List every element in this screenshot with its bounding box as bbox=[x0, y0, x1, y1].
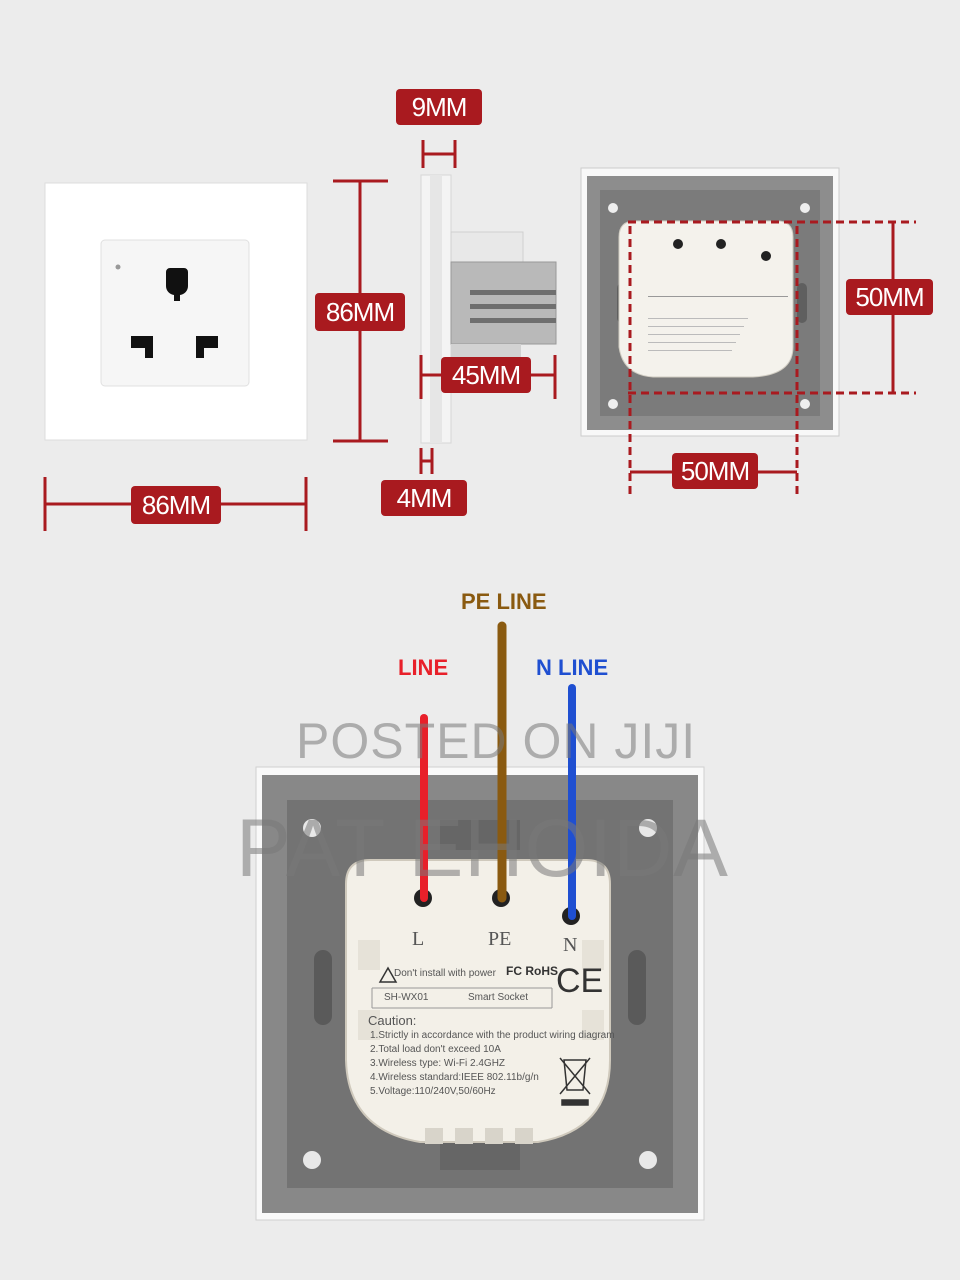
warning-icon bbox=[378, 966, 398, 983]
weee-bin-icon bbox=[559, 1057, 591, 1106]
terminal-label-n: N bbox=[563, 934, 578, 956]
module-caution-title: Caution: bbox=[368, 1013, 417, 1028]
module-ce-mark: CE bbox=[556, 962, 604, 1000]
dim-label-86mm-horizontal: 86MM bbox=[131, 486, 221, 524]
dim-depth-top bbox=[421, 140, 457, 168]
back-view bbox=[580, 167, 840, 437]
wire-label-pe: PE LINE bbox=[461, 589, 547, 614]
watermark-line-2: PAT EHOIDA bbox=[236, 803, 729, 894]
module-warning-text: Don't install with power bbox=[394, 968, 496, 979]
module-caution-line-1: 1.Strictly in accordance with the produc… bbox=[370, 1030, 615, 1041]
dim-label-86mm-vertical: 86MM bbox=[315, 293, 405, 331]
module-product-text: Smart Socket bbox=[468, 992, 529, 1003]
dim-label-4mm: 4MM bbox=[381, 480, 467, 516]
socket-holes-icon bbox=[131, 268, 218, 358]
module-caution-line-3: 3.Wireless type: Wi-Fi 2.4GHZ bbox=[370, 1058, 506, 1069]
wire-label-line: LINE bbox=[398, 655, 449, 680]
dim-label-50mm-vertical: 50MM bbox=[846, 279, 933, 315]
wiring-module bbox=[345, 859, 611, 1144]
watermark-line-1: POSTED ON JIJI bbox=[296, 713, 697, 769]
wire-label-n: N LINE bbox=[536, 655, 609, 680]
module-caution-line-2: 2.Total load don't exceed 10A bbox=[370, 1044, 501, 1055]
module-certs-text: FC RoHS bbox=[506, 964, 558, 978]
module-caution-line-4: 4.Wireless standard:IEEE 802.11b/g/n bbox=[370, 1072, 539, 1083]
dim-depth-bottom bbox=[419, 448, 434, 474]
module-model-text: SH-WX01 bbox=[384, 992, 429, 1003]
front-view bbox=[44, 182, 308, 441]
terminal-label-pe: PE bbox=[488, 928, 512, 950]
dim-label-45mm: 45MM bbox=[441, 357, 531, 393]
side-view bbox=[420, 174, 557, 444]
dim-label-50mm-horizontal: 50MM bbox=[672, 453, 758, 489]
module-caution-line-5: 5.Voltage:110/240V,50/60Hz bbox=[370, 1086, 496, 1097]
terminal-label-l: L bbox=[412, 928, 425, 950]
dim-label-9mm: 9MM bbox=[396, 89, 482, 125]
